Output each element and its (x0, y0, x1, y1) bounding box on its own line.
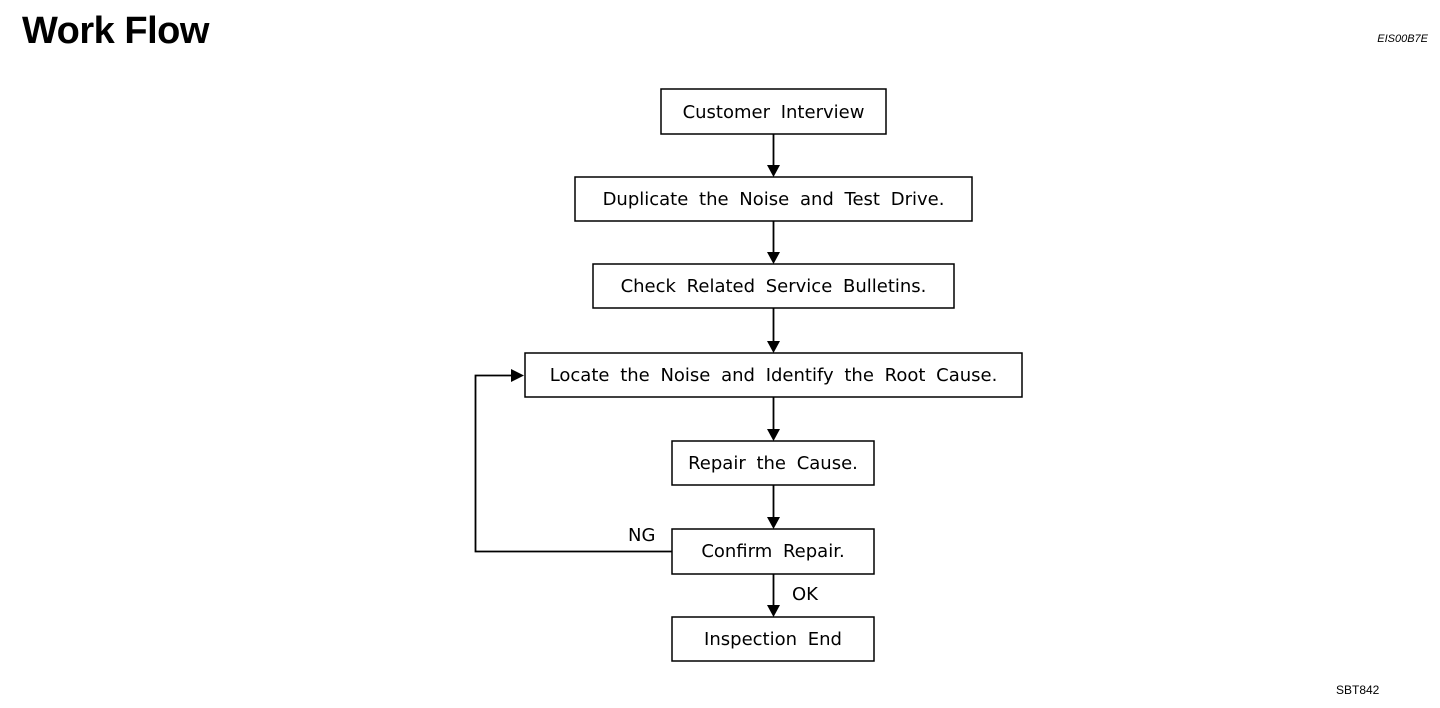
arrow-1 (767, 134, 780, 177)
step-label: Repair the Cause. (688, 453, 858, 474)
step-repair-cause: Repair the Cause. (671, 440, 875, 486)
step-label: Locate the Noise and Identify the Root C… (550, 365, 998, 386)
step-label: Check Related Service Bulletins. (621, 276, 927, 297)
arrow-3 (767, 308, 780, 353)
step-check-bulletins: Check Related Service Bulletins. (592, 263, 955, 309)
ok-label: OK (792, 584, 819, 605)
step-duplicate-noise: Duplicate the Noise and Test Drive. (574, 176, 973, 222)
arrow-ok (767, 574, 780, 617)
document-code: EIS00B7E (1377, 33, 1428, 45)
figure-code: SBT842 (1336, 683, 1380, 697)
step-locate-noise: Locate the Noise and Identify the Root C… (524, 352, 1023, 398)
ng-loop-arrow (474, 369, 672, 553)
arrow-4 (767, 397, 780, 441)
step-label: Duplicate the Noise and Test Drive. (603, 189, 945, 210)
page-title: Work Flow (22, 10, 209, 52)
arrow-2 (767, 221, 780, 264)
step-inspection-end: Inspection End (671, 616, 875, 662)
step-label: Confirm Repair. (701, 541, 844, 562)
step-confirm-repair: Confirm Repair. (671, 528, 875, 575)
step-label: Customer Interview (683, 102, 865, 123)
ng-label: NG (628, 525, 655, 546)
step-label: Inspection End (704, 629, 842, 650)
step-customer-interview: Customer Interview (660, 88, 887, 135)
arrow-5 (767, 485, 780, 529)
